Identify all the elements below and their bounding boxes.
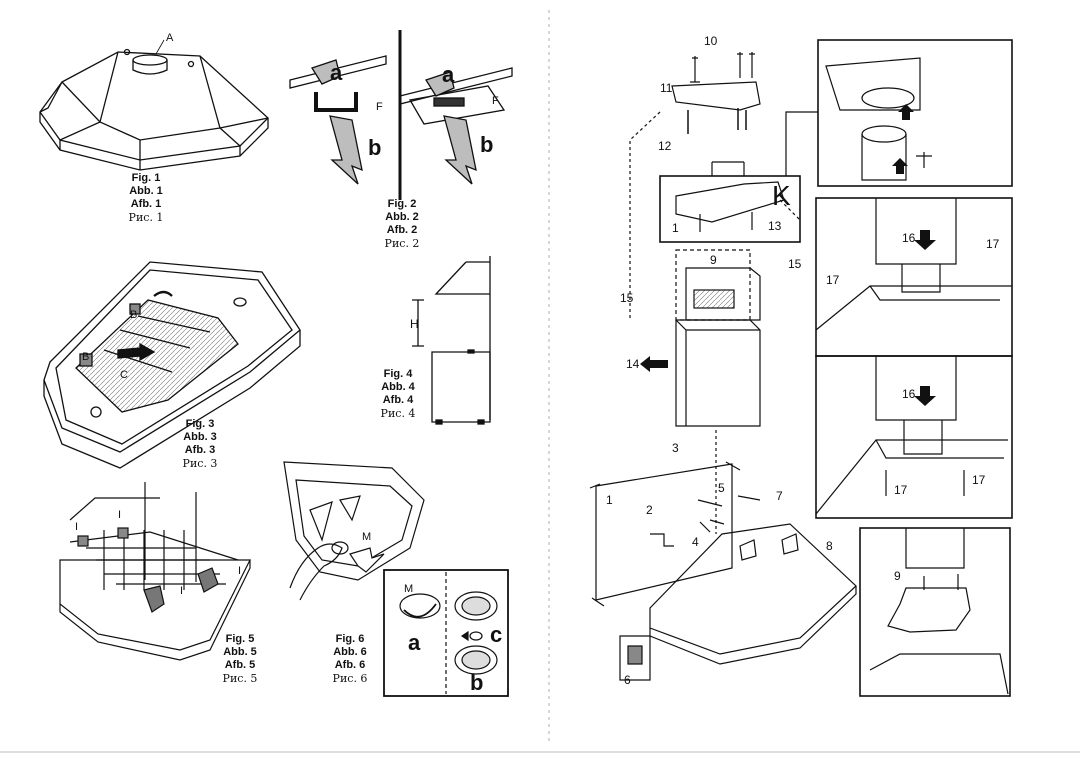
label-15-right: 15 — [788, 257, 802, 271]
label-1-plate: 1 — [606, 493, 613, 507]
label-15-left: 15 — [620, 291, 634, 305]
label-a-right: a — [442, 62, 455, 87]
label-a-left: a — [330, 60, 343, 85]
label-b-inset: b — [470, 670, 483, 695]
label-14: 14 — [626, 357, 640, 371]
label-2: 2 — [646, 503, 653, 517]
label-I-2: I — [118, 509, 121, 521]
label-B-left: B — [82, 351, 89, 363]
label-10: 10 — [704, 34, 718, 48]
label-c-inset: c — [490, 622, 502, 647]
label-3: 3 — [672, 441, 679, 455]
label-C: C — [120, 369, 128, 381]
label-9-inset: 9 — [894, 569, 901, 583]
label-6: 6 — [624, 673, 631, 687]
label-17-right: 17 — [986, 237, 1000, 251]
fig3-filter-drawing — [43, 261, 301, 469]
fig2-filter-removal-drawing — [289, 30, 513, 200]
fig6-lamp-drawing — [283, 461, 509, 697]
label-13: 13 — [768, 219, 782, 233]
label-1-K: 1 — [672, 221, 679, 235]
label-I-3: I — [238, 565, 241, 577]
fig1-caption: Fig. 1 Abb. 1 Afb. 1 Рис. 1 — [128, 172, 164, 224]
label-5: 5 — [718, 481, 725, 495]
label-8: 8 — [826, 539, 833, 553]
label-B-top: B — [130, 309, 137, 321]
label-I-4: I — [180, 585, 183, 597]
fig3-caption: Fig. 3 Abb. 3 Afb. 3 Рис. 3 — [182, 418, 218, 470]
label-4: 4 — [692, 535, 699, 549]
label-F-right: F — [492, 95, 499, 107]
label-17-bottom-right: 17 — [972, 473, 986, 487]
label-16-lower: 16 — [902, 387, 916, 401]
label-b-left: b — [368, 135, 381, 160]
label-A: A — [166, 32, 174, 44]
label-9-top: 9 — [710, 253, 717, 267]
label-F-left: F — [376, 101, 383, 113]
label-K: K — [772, 180, 791, 211]
fig5-caption: Fig. 5 Abb. 5 Afb. 5 Рис. 5 — [222, 633, 258, 685]
label-17-left: 17 — [826, 273, 840, 287]
label-M-inset: M — [404, 583, 413, 595]
label-M-hand: M — [362, 531, 371, 543]
fig2-caption: Fig. 2 Abb. 2 Afb. 2 Рис. 2 — [384, 198, 420, 250]
fig4-caption: Fig. 4 Abb. 4 Afb. 4 Рис. 4 — [380, 368, 416, 420]
fig5-mounting-drawing — [59, 482, 251, 661]
label-I-1: I — [75, 521, 78, 533]
chimney-assembly-drawing — [589, 39, 1013, 697]
label-17-bottom-left: 17 — [894, 483, 908, 497]
fig6-caption: Fig. 6 Abb. 6 Afb. 6 Рис. 6 — [332, 633, 368, 685]
label-12: 12 — [658, 139, 672, 153]
label-b-right: b — [480, 132, 493, 157]
label-11: 11 — [660, 81, 673, 95]
label-a-inset: a — [408, 630, 421, 655]
label-16-upper: 16 — [902, 231, 916, 245]
chimney-arrows — [640, 104, 936, 406]
fig4-height-drawing — [412, 256, 491, 425]
fig1-hood-drawing — [39, 48, 269, 171]
label-H: H — [410, 317, 419, 331]
label-7: 7 — [776, 489, 783, 503]
